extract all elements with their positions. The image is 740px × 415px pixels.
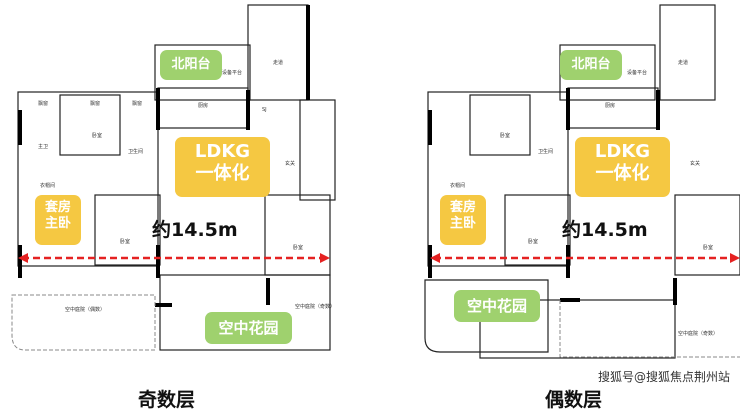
- room-label: 设备平台: [222, 70, 243, 76]
- room-label: 空中庭院（奇数）: [295, 304, 336, 310]
- room-label: 厨房: [198, 103, 209, 109]
- room-label: 卧室: [293, 245, 304, 251]
- room-label: 空中庭院（奇数）: [678, 331, 719, 337]
- suite-line1: 套房: [44, 200, 71, 215]
- sky-garden-tag: 空中花园: [454, 290, 540, 322]
- room-label: 空中庭院（偶数）: [65, 307, 106, 313]
- room-label: 飘窗: [90, 101, 101, 107]
- ldkg-line2: 一体化: [195, 162, 250, 184]
- room-label: 卧室: [120, 239, 131, 245]
- room-label: 卫生间: [128, 149, 144, 155]
- room-label: 衣帽间: [450, 183, 466, 189]
- room-label: 卧室: [92, 133, 103, 139]
- width-dimension: 约14.5m: [562, 219, 648, 241]
- room-label: 卧室: [528, 239, 539, 245]
- room-label: 卧室: [500, 133, 511, 139]
- room-label: 走道: [678, 60, 689, 66]
- ldkg-line1: LDKG: [594, 141, 651, 162]
- room-label: 玄关: [285, 161, 296, 167]
- room-label: 飘窗: [38, 101, 49, 107]
- suite-line2: 主卧: [44, 215, 71, 231]
- room-label: 卫生间: [538, 149, 554, 155]
- watermark: 搜狐号@搜狐焦点荆州站: [598, 370, 731, 384]
- ldkg-line1: LDKG: [194, 141, 251, 162]
- room-label: 飘窗: [132, 101, 143, 107]
- room-label: 卧室: [703, 245, 714, 251]
- room-label: 玄关: [690, 161, 701, 167]
- odd-floor-walls: [11, 4, 336, 351]
- suite-line1: 套房: [449, 200, 476, 215]
- width-dimension: 约14.5m: [152, 219, 238, 241]
- room-label: 衣帽间: [40, 183, 56, 189]
- odd-floor-caption: 奇数层: [138, 389, 196, 411]
- odd-floor-plan: 飘窗 飘窗 飘窗 卧室 主卫 卫生间 厨房 SJ 玄关 走道 设备平台 衣帽间 …: [0, 0, 340, 370]
- even-floor-walls: [424, 4, 740, 359]
- sky-garden-tag: 空中花园: [205, 312, 292, 344]
- suite-tag: 套房主卧: [35, 195, 81, 245]
- room-label: 主卫: [38, 144, 49, 150]
- even-floor-plan: 厨房 玄关 走道 设备平台 衣帽间 卧室 卫生间 卧室 卧室 空中庭院（奇数） …: [420, 0, 740, 370]
- room-label: 设备平台: [627, 70, 648, 76]
- north-balcony-tag: 北阳台: [560, 50, 622, 80]
- even-floor-caption: 偶数层: [545, 389, 603, 411]
- suite-tag: 套房主卧: [440, 195, 486, 245]
- room-label: SJ: [262, 107, 267, 113]
- suite-line2: 主卧: [449, 215, 476, 231]
- ldkg-line2: 一体化: [595, 162, 650, 184]
- north-balcony-tag: 北阳台: [160, 50, 222, 80]
- room-label: 厨房: [605, 103, 616, 109]
- room-label: 走道: [273, 60, 284, 66]
